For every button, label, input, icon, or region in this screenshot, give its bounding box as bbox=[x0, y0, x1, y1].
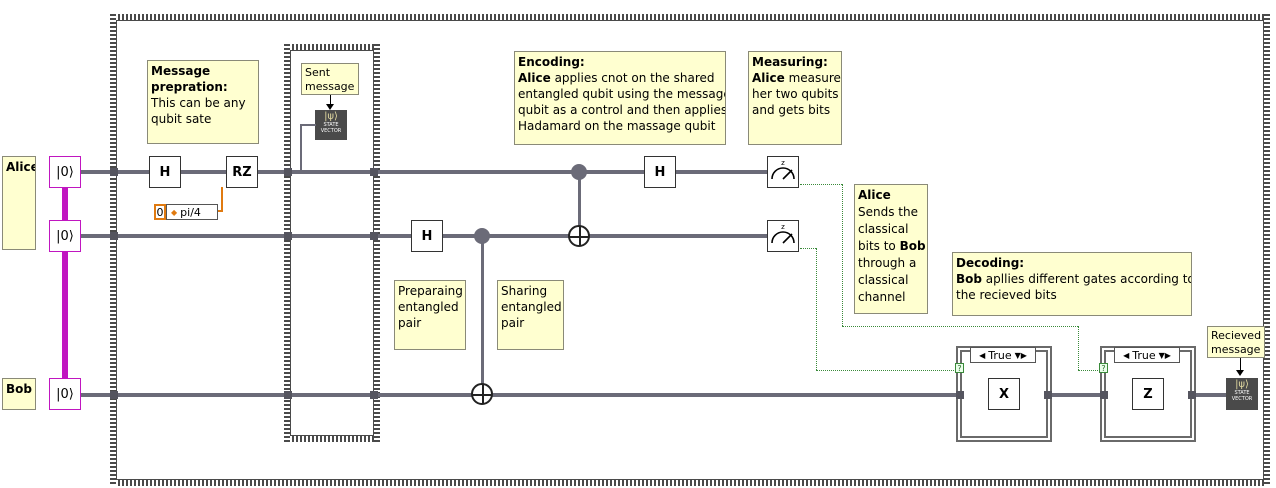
h-gate-alice[interactable]: H bbox=[149, 156, 181, 188]
dropdown-icon[interactable]: ▼▶ bbox=[1014, 350, 1027, 360]
classical-wire-alice-v1 bbox=[842, 184, 843, 326]
terminal bbox=[1044, 391, 1052, 399]
cnot-target-entangle[interactable] bbox=[471, 383, 493, 405]
z-gate[interactable]: Z bbox=[1132, 378, 1164, 410]
h-gate-encode[interactable]: H bbox=[644, 156, 676, 188]
h-gate-middle[interactable]: H bbox=[411, 220, 443, 252]
probe-wire bbox=[300, 124, 302, 172]
rz-param-wire bbox=[216, 187, 223, 212]
qubit-label-bob: Bob bbox=[2, 378, 36, 410]
wire-alice bbox=[80, 170, 796, 174]
qubit-init-bob[interactable]: |0⟩ bbox=[49, 378, 81, 410]
terminal bbox=[110, 232, 118, 240]
cnot-target-encode[interactable] bbox=[568, 225, 590, 247]
terminal bbox=[110, 168, 118, 176]
sequence-frame-left bbox=[284, 44, 290, 442]
measure-meter-middle[interactable]: z bbox=[767, 220, 799, 252]
note-alice-sends: Alice Sends the classical bits to Bob th… bbox=[854, 184, 928, 314]
meter-axis-label: z bbox=[781, 159, 785, 167]
terminal bbox=[370, 168, 378, 176]
sequence-frame-right bbox=[374, 44, 380, 442]
classical-wire-alice-v2 bbox=[1078, 326, 1079, 370]
arrow-head-icon bbox=[1236, 370, 1244, 376]
terminal bbox=[284, 391, 292, 399]
terminal bbox=[284, 168, 292, 176]
meter-icon: z bbox=[771, 159, 795, 180]
measure-meter-alice[interactable]: z bbox=[767, 156, 799, 188]
qubit-register-link bbox=[62, 160, 68, 396]
terminal bbox=[1188, 391, 1196, 399]
note-decoding: Decoding: Bob apllies different gates ac… bbox=[952, 252, 1192, 316]
case-selector-x[interactable]: ◀ True ▼▶ bbox=[970, 347, 1036, 363]
cnot-line-entangle bbox=[481, 236, 484, 394]
classical-wire-mid-v1 bbox=[816, 248, 817, 370]
terminal bbox=[370, 391, 378, 399]
outer-frame-left-edge bbox=[110, 14, 116, 486]
note-measuring: Measuring: Alice measures her two qubits… bbox=[748, 51, 842, 145]
outer-frame-inner-border bbox=[116, 20, 1264, 480]
arrow-down-icon bbox=[1240, 358, 1241, 373]
case-selector-z[interactable]: ◀ True ▼▶ bbox=[1114, 347, 1180, 363]
terminal bbox=[370, 232, 378, 240]
outer-frame-right-edge bbox=[1264, 14, 1270, 486]
classical-wire-alice-h3 bbox=[1078, 370, 1100, 371]
arrow-left-icon[interactable]: ◀ bbox=[979, 350, 986, 360]
stepper-arrows-icon[interactable]: ◆ bbox=[171, 207, 178, 217]
sequence-frame-top bbox=[284, 44, 380, 50]
classical-wire-alice-h1 bbox=[800, 184, 842, 185]
rz-param-index[interactable]: 0 bbox=[154, 204, 166, 220]
arrow-head-icon bbox=[326, 104, 334, 110]
terminal bbox=[284, 232, 292, 240]
qubit-label-alice: Alice bbox=[2, 156, 36, 250]
probe-wire-h bbox=[300, 124, 316, 126]
qubit-init-middle[interactable]: |0⟩ bbox=[49, 220, 81, 252]
condition-tag-z: ? bbox=[1099, 363, 1108, 373]
outer-frame-bottom-edge bbox=[110, 480, 1270, 486]
sequence-frame-bottom bbox=[284, 436, 380, 442]
arrow-down-icon bbox=[330, 95, 331, 108]
sequence-frame-inner bbox=[290, 50, 374, 436]
dropdown-icon[interactable]: ▼▶ bbox=[1158, 350, 1171, 360]
cnot-control-entangle[interactable] bbox=[474, 228, 490, 244]
terminal bbox=[110, 391, 118, 399]
cnot-control-encode[interactable] bbox=[571, 164, 587, 180]
wire-bob bbox=[80, 393, 1230, 397]
classical-wire-mid-h1 bbox=[800, 248, 816, 249]
classical-wire-alice-h2 bbox=[842, 326, 1078, 327]
note-encoding: Encoding: Alice applies cnot on the shar… bbox=[514, 51, 726, 145]
terminal bbox=[956, 391, 964, 399]
meter-icon: z bbox=[771, 223, 795, 244]
terminal bbox=[1100, 391, 1108, 399]
condition-tag-x: ? bbox=[955, 363, 964, 373]
classical-wire-mid-h2 bbox=[816, 370, 956, 371]
meter-axis-label: z bbox=[781, 223, 785, 231]
rz-gate[interactable]: RZ bbox=[226, 156, 258, 188]
rz-param-value-control[interactable]: ◆ pi/4 bbox=[166, 204, 218, 220]
outer-frame-top-edge bbox=[110, 14, 1270, 20]
cnot-line-encode bbox=[578, 172, 581, 236]
x-gate[interactable]: X bbox=[988, 378, 1020, 410]
arrow-left-icon[interactable]: ◀ bbox=[1123, 350, 1130, 360]
qubit-init-alice[interactable]: |0⟩ bbox=[49, 156, 81, 188]
